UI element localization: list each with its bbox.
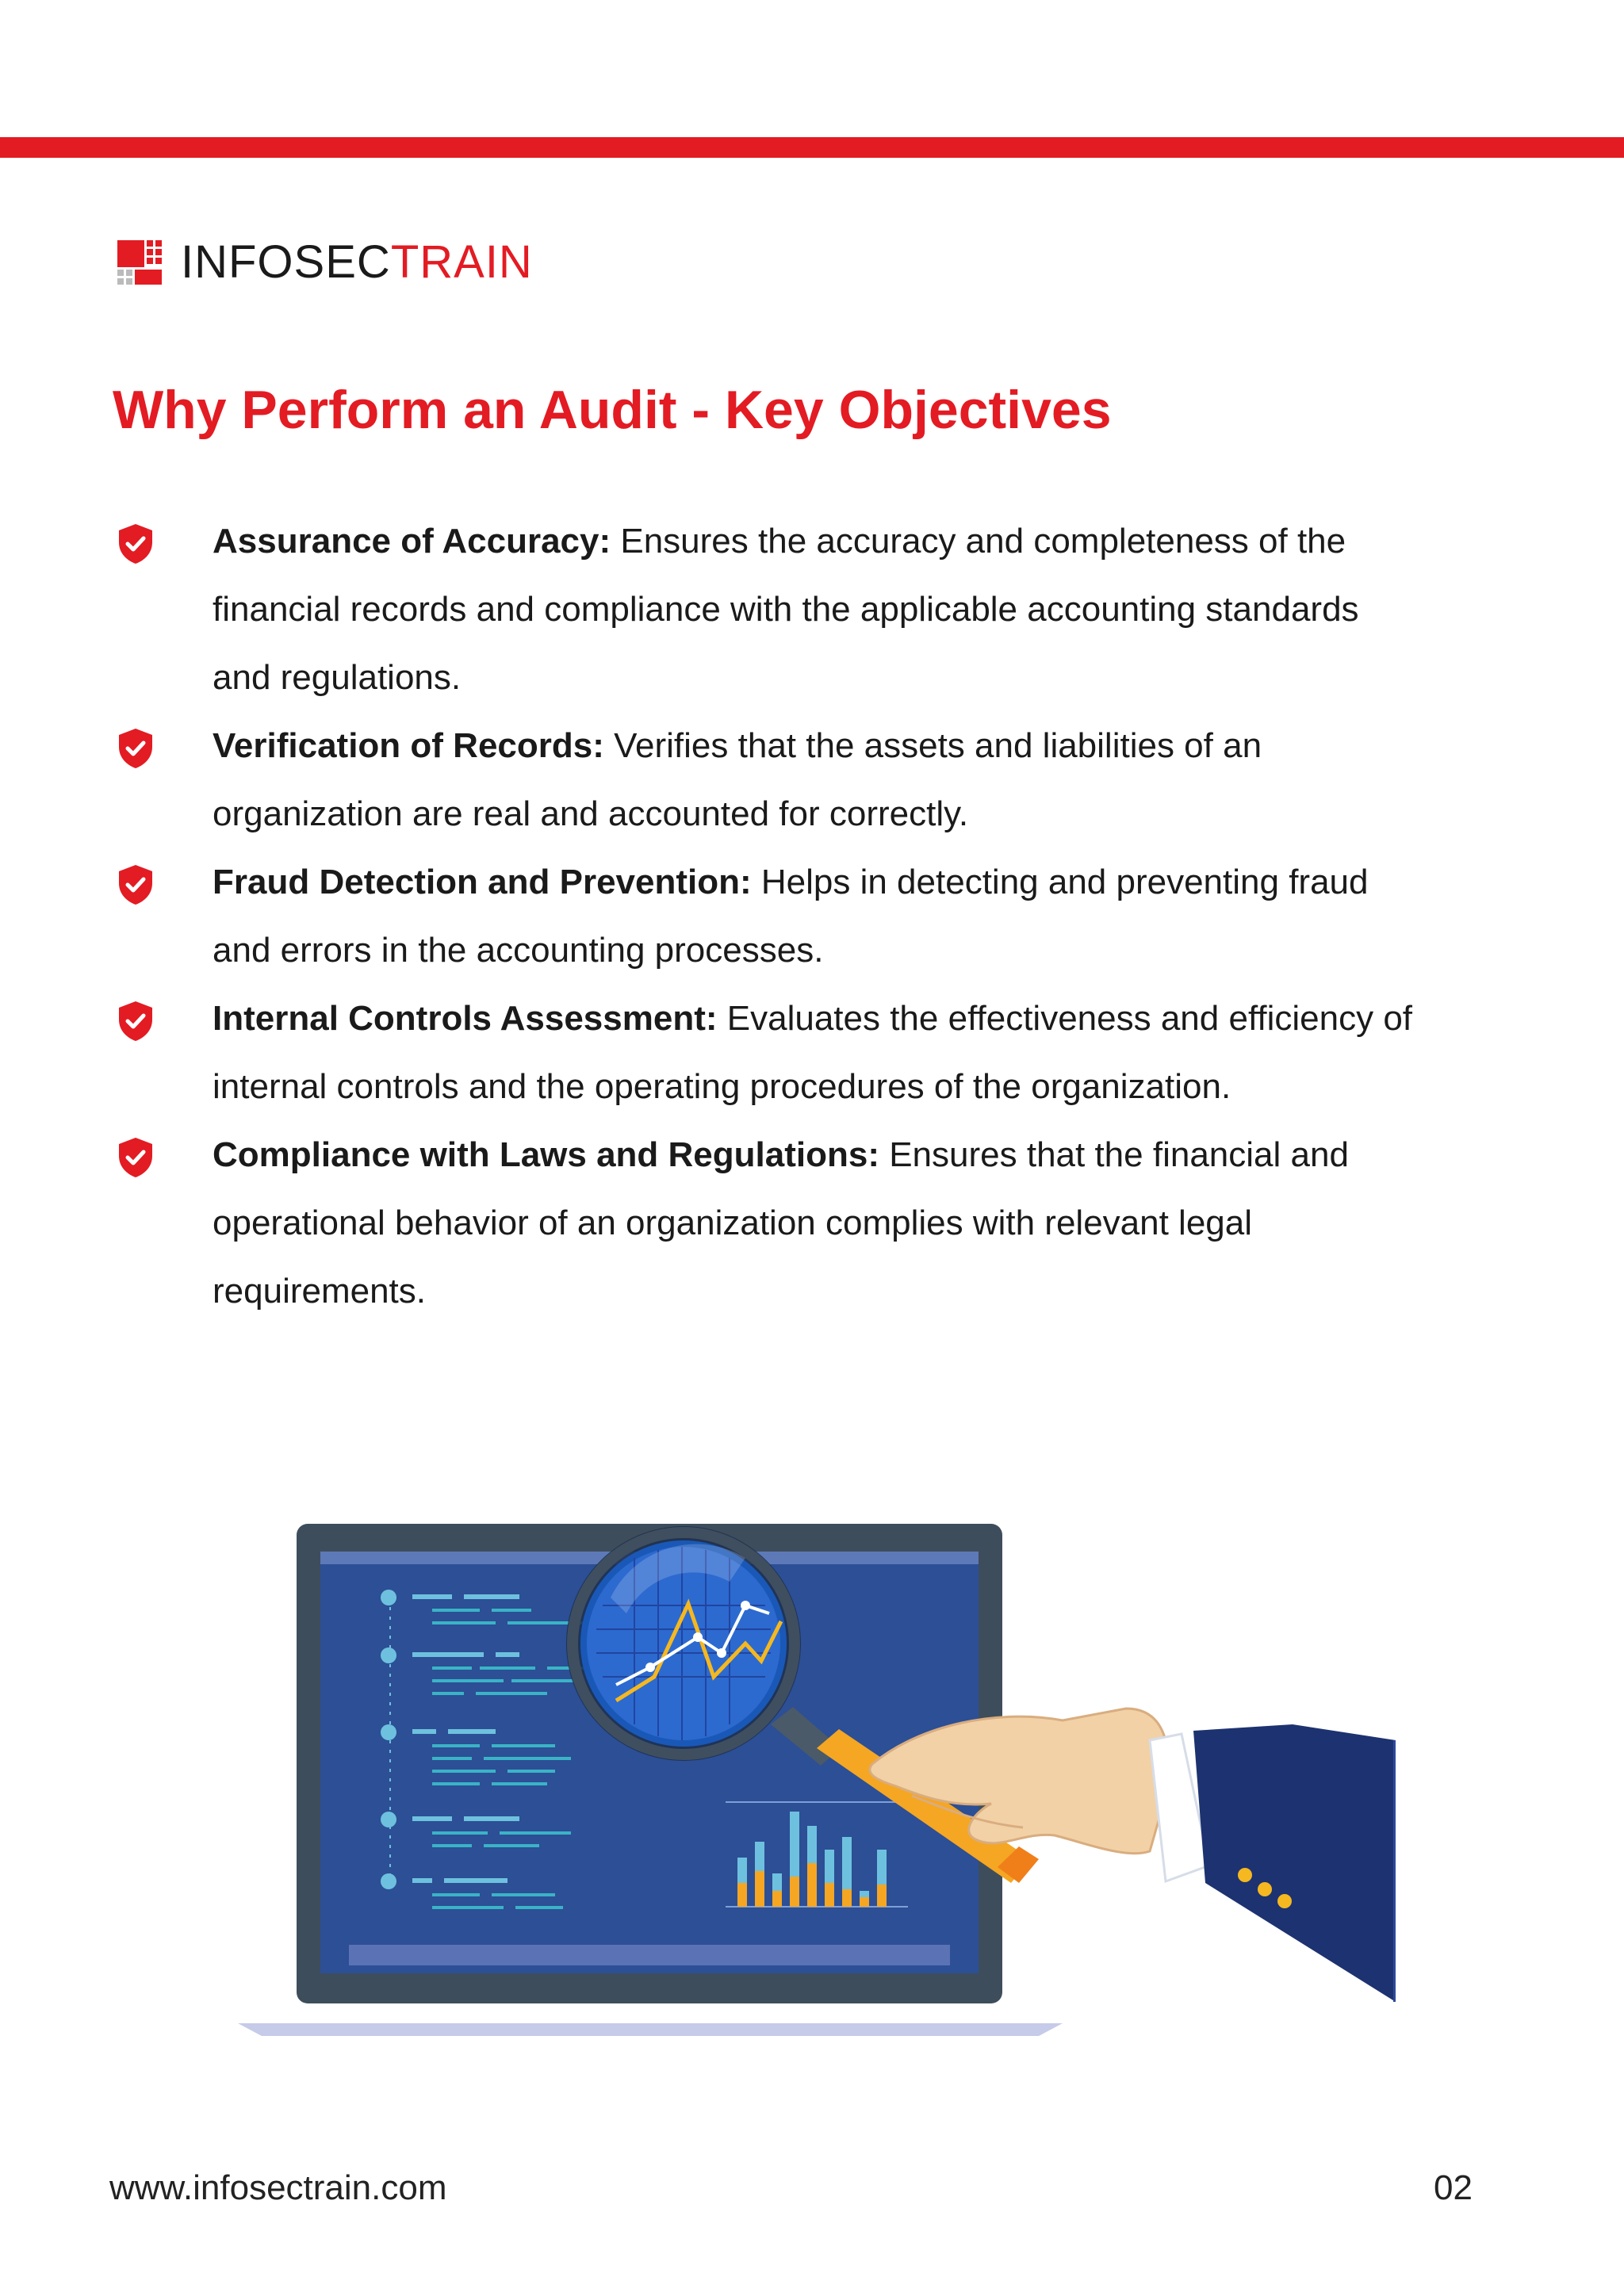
- objective-item: Assurance of Accuracy: Ensures the accur…: [117, 507, 1418, 712]
- audit-magnifier-laptop-icon: [238, 1524, 1396, 2036]
- objective-term: Fraud Detection and Prevention:: [213, 863, 752, 901]
- brand-name: INFOSECTRAIN: [181, 236, 533, 289]
- brand-name-part2: TRAIN: [390, 236, 533, 288]
- objective-text: Helps in detecting and preventing fraud …: [213, 863, 1369, 970]
- objective-text: Ensures the accuracy and completeness of…: [213, 522, 1359, 697]
- objective-text: Evaluates the effectiveness and efficien…: [213, 999, 1413, 1106]
- shield-check-icon: [119, 865, 152, 905]
- objective-item: Fraud Detection and Prevention: Helps in…: [117, 848, 1418, 985]
- objective-item: Compliance with Laws and Regulations: En…: [117, 1121, 1418, 1326]
- objective-item: Verification of Records: Verifies that t…: [117, 712, 1418, 848]
- objectives-list: Assurance of Accuracy: Ensures the accur…: [117, 507, 1418, 1326]
- page-title: Why Perform an Audit - Key Objectives: [113, 380, 1112, 440]
- brand-name-part1: INFOSEC: [181, 236, 391, 288]
- shield-check-icon: [119, 1138, 152, 1177]
- objective-term: Assurance of Accuracy:: [213, 522, 611, 561]
- brand-logo: INFOSECTRAIN: [117, 236, 533, 289]
- infosectrain-logo-icon: [117, 240, 162, 285]
- shield-check-icon: [119, 729, 152, 768]
- objective-text: Ensures that the financial and operation…: [213, 1135, 1349, 1311]
- objective-term: Internal Controls Assessment:: [213, 999, 718, 1038]
- page-number: 02: [1434, 2168, 1473, 2207]
- top-accent-bar: [0, 137, 1624, 158]
- objective-term: Verification of Records:: [213, 726, 604, 765]
- objective-term: Compliance with Laws and Regulations:: [213, 1135, 879, 1174]
- footer-url: www.infosectrain.com: [109, 2168, 447, 2207]
- objective-item: Internal Controls Assessment: Evaluates …: [117, 985, 1418, 1121]
- shield-check-icon: [119, 1001, 152, 1041]
- objective-text: Verifies that the assets and liabilities…: [213, 726, 1262, 833]
- shield-check-icon: [119, 524, 152, 564]
